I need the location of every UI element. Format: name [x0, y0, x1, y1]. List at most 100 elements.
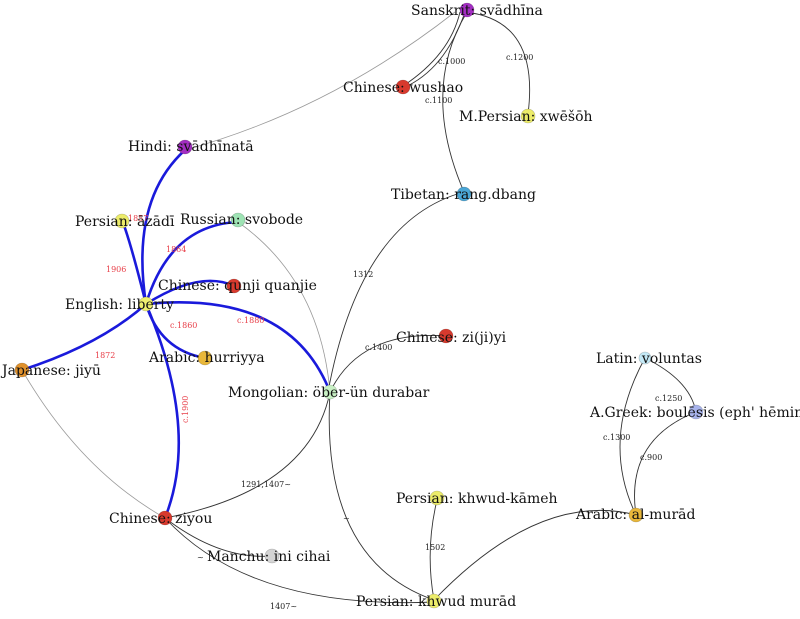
edge-ziyou-khwud-murad [164, 517, 435, 604]
node-english-dot [138, 296, 154, 312]
node-arabic-murad-dot [628, 507, 644, 523]
edge-label-c1200: c.1200 [506, 53, 533, 62]
node-russian[interactable]: Russian: svobode [180, 212, 303, 228]
edge-english-japanese [21, 303, 147, 372]
edge-label-c1860: c.1860 [170, 321, 197, 330]
node-manchu-label: Manchu: ini cihai [207, 549, 331, 565]
node-latin-label: Latin: voluntas [596, 351, 702, 367]
edge-label-1502: 1502 [425, 543, 445, 552]
node-japanese-dot [14, 362, 30, 378]
edge-english-qunji [145, 279, 235, 306]
node-chinese-ziyou-label: Chinese: ziyou [109, 511, 212, 527]
node-chinese-wushao-label: Chinese: wushao [343, 80, 463, 96]
edge-english-hindi [141, 149, 186, 305]
edge-kameh-khwud-murad [429, 499, 438, 601]
edge-sanskrit-tibetan [442, 11, 468, 193]
edge-label-c1400: c.1400 [365, 343, 392, 352]
node-tibetan-dot [456, 186, 472, 202]
edge-label-1291-1407: 1291,1407~ [241, 480, 291, 489]
node-english-label: English: liberty [65, 297, 174, 313]
node-chinese-ziji[interactable]: Chinese: zi(ji)yi [396, 328, 507, 346]
edge-sanskrit-mpersian [464, 11, 531, 115]
node-mongolian-label: Mongolian: öber-ün durabar [228, 385, 430, 401]
node-chinese-qunji-label: Chinese: qunji quanjie [158, 278, 317, 294]
edge-label-c1900: c.1900 [181, 396, 190, 423]
node-chinese-ziyou[interactable]: Chinese: ziyou [109, 510, 212, 527]
node-chinese-ziji-dot [438, 328, 454, 344]
edge-label-1312: 1312 [353, 270, 373, 279]
node-arabic-murad[interactable]: Arabic: al-murād [575, 507, 695, 523]
edge-japanese-ziyou [21, 369, 166, 519]
node-mongolian-dot [322, 384, 338, 400]
node-arabic-hurriyya-label: Arabic: hurriyya [148, 350, 265, 366]
edge-mongolian-ziyou [164, 391, 331, 519]
node-chinese-qunji-dot [226, 278, 242, 294]
node-mongolian[interactable]: Mongolian: öber-ün durabar [228, 384, 430, 401]
node-hindi-label: Hindi: svādhīnatā [128, 139, 254, 155]
edge-tibetan-mongolian [327, 191, 465, 393]
node-persian-khwud-murad-dot [426, 593, 442, 609]
node-sanskrit[interactable]: Sanskrit: svādhīna [411, 2, 543, 19]
node-tibetan-label: Tibetan: rang.dbang [391, 187, 536, 203]
edge-sanskrit-hindi [184, 11, 456, 151]
node-manchu[interactable]: Manchu: ini cihai [207, 548, 331, 565]
edge-label-tilde-manchu: ~ [197, 553, 204, 562]
node-russian-dot [230, 212, 246, 228]
edge-label-c1000: c.1000 [438, 57, 465, 66]
node-agreek[interactable]: A.Greek: boulēsis (eph' hēmin) [589, 404, 800, 421]
edge-english-mongolian [145, 301, 332, 393]
node-tibetan[interactable]: Tibetan: rang.dbang [391, 186, 536, 203]
node-japanese-label: Japanese: jiyū [0, 363, 101, 379]
node-sanskrit-label: Sanskrit: svādhīna [411, 3, 543, 19]
node-arabic-hurriyya[interactable]: Arabic: hurriyya [148, 350, 265, 366]
node-persian-khwud-murad-label: Persian: khwud murād [356, 594, 516, 610]
edge-agreek-murad [634, 411, 697, 516]
edge-label-c1100: c.1100 [425, 96, 452, 105]
node-mpersian[interactable]: M.Persian: xwēšōh [459, 108, 593, 125]
node-chinese-qunji[interactable]: Chinese: qunji quanjie [158, 278, 317, 294]
edge-manchu-ziyou [164, 517, 273, 557]
node-agreek-dot [688, 404, 704, 420]
node-persian-khwud-murad[interactable]: Persian: khwud murād [356, 593, 516, 610]
node-japanese[interactable]: Japanese: jiyū [0, 362, 101, 379]
edge-label-c1300: c.1300 [603, 433, 630, 442]
node-hindi-dot [177, 139, 193, 155]
edge-sanskrit-wushao [402, 11, 461, 87]
edge-russian-mongolian [237, 221, 331, 393]
node-persian-khwud-kameh-dot [429, 490, 445, 506]
edge-english-ziyou [144, 303, 181, 519]
node-mpersian-dot [520, 108, 536, 124]
node-latin[interactable]: Latin: voluntas [596, 351, 702, 367]
node-chinese-ziji-label: Chinese: zi(ji)yi [396, 330, 507, 346]
node-persian-khwud-kameh[interactable]: Persian: khwud-kāmeh [396, 490, 558, 507]
edge-label-1864: 1864 [166, 245, 186, 254]
node-arabic-hurriyya-dot [197, 350, 213, 366]
edge-arabic-murad-khwud-murad [433, 509, 637, 601]
node-russian-label: Russian: svobode [180, 212, 303, 228]
edge-label-tilde-mongolian: ~ [343, 514, 350, 523]
node-arabic-murad-label: Arabic: al-murād [575, 507, 695, 523]
node-english[interactable]: English: liberty [65, 296, 174, 313]
edge-label-c1880: c.1880 [237, 316, 264, 325]
edge-label-1857: 1857 [128, 214, 148, 223]
edge-latin-murad [619, 357, 646, 516]
node-hindi[interactable]: Hindi: svādhīnatā [128, 139, 254, 155]
node-persian-azadi-label: Persian: āzādī [75, 214, 175, 230]
edge-mongolian-khwud-murad [328, 391, 435, 601]
node-chinese-wushao[interactable]: Chinese: wushao [343, 79, 463, 96]
node-chinese-wushao-dot [395, 79, 411, 95]
edge-sanskrit-wushao-2 [402, 11, 466, 89]
node-manchu-dot [264, 548, 280, 564]
edge-english-russian [144, 220, 239, 305]
node-persian-khwud-kameh-label: Persian: khwud-kāmeh [396, 491, 558, 507]
node-mpersian-label: M.Persian: xwēšōh [459, 108, 593, 125]
edge-label-c1250: c.1250 [655, 394, 682, 403]
node-sanskrit-dot [459, 2, 475, 18]
node-chinese-ziyou-dot [157, 510, 173, 526]
edge-label-1872: 1872 [95, 351, 115, 360]
node-latin-dot [638, 351, 652, 365]
node-agreek-label: A.Greek: boulēsis (eph' hēmin) [589, 405, 800, 421]
node-persian-azadi[interactable]: Persian: āzādī [75, 213, 175, 230]
edge-label-1906: 1906 [106, 265, 126, 274]
